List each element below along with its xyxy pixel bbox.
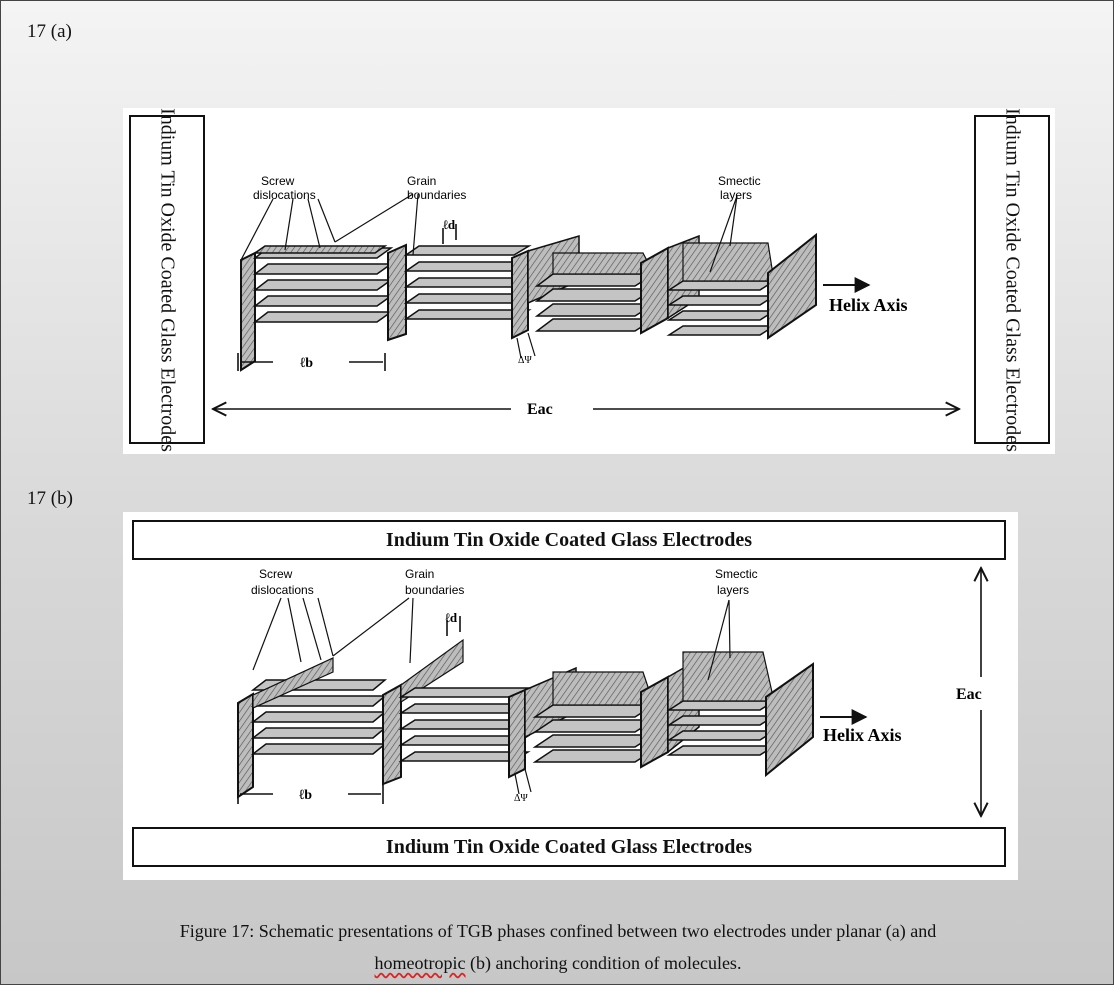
block-2-a — [387, 243, 532, 342]
block-4-a — [640, 234, 777, 336]
ld-mark-b — [446, 616, 461, 636]
smectic-label-b-2: layers — [717, 583, 749, 597]
helix-label-b: Helix Axis — [823, 725, 902, 745]
panel-b: Indium Tin Oxide Coated Glass Electrodes… — [123, 512, 1018, 880]
block-3-a — [511, 234, 657, 340]
electrode-top: Indium Tin Oxide Coated Glass Electrodes — [132, 520, 1006, 560]
caption-line-2-rest: (b) anchoring condition of molecules. — [465, 953, 742, 973]
screw-label-a-2: dislocations — [253, 188, 316, 202]
ld-mark-a — [442, 224, 457, 244]
grain-label-a-1: Grain — [407, 174, 436, 188]
block-5-a — [767, 232, 817, 340]
ld-label-b: ℓd — [444, 610, 458, 625]
grain-label-a-2: boundaries — [407, 188, 466, 202]
dpsi-mark-a — [516, 332, 536, 359]
eac-label-b: Eac — [956, 686, 982, 703]
block-1-a — [240, 245, 394, 372]
block-4-b — [640, 651, 777, 769]
eac-label-a: Eac — [527, 401, 553, 418]
grain-label-b-1: Grain — [405, 567, 434, 581]
electrode-right: Indium Tin Oxide Coated Glass Electrodes — [974, 108, 1050, 451]
tgb-diagram-b: Screw dislocations Grain boundaries Smec… — [237, 512, 1018, 880]
electrode-left: Indium Tin Oxide Coated Glass Electrodes — [129, 108, 205, 451]
electrode-bottom-label: Indium Tin Oxide Coated Glass Electrodes — [385, 835, 753, 858]
electrode-top-label: Indium Tin Oxide Coated Glass Electrodes — [385, 528, 753, 551]
caption-line-2: homeotropic (b) anchoring condition of m… — [21, 947, 1095, 979]
block-3-b — [508, 666, 657, 779]
dpsi-label-a: ΔΨ — [518, 355, 532, 366]
caption-misspelled-word: homeotropic — [374, 953, 466, 973]
leaders-a — [240, 193, 738, 273]
panel-a: Indium Tin Oxide Coated Glass Electrodes… — [123, 108, 1055, 454]
dpsi-mark-b — [514, 768, 532, 795]
screw-label-a-1: Screw — [261, 174, 295, 188]
lb-label-b: ℓb — [298, 788, 312, 803]
smectic-label-a-1: Smectic — [718, 174, 761, 188]
electrode-bottom: Indium Tin Oxide Coated Glass Electrodes — [132, 827, 1006, 867]
smectic-label-b-1: Smectic — [715, 567, 758, 581]
smectic-label-a-2: layers — [720, 188, 752, 202]
block-5-b — [765, 662, 814, 778]
panel-b-label: 17 (b) — [27, 488, 73, 509]
block-2-b — [382, 638, 531, 786]
lb-label-a: ℓb — [299, 356, 313, 371]
figure-caption: Figure 17: Schematic presentations of TG… — [21, 915, 1095, 979]
screw-label-b-1: Screw — [259, 567, 293, 581]
grain-label-b-2: boundaries — [405, 583, 464, 597]
tgb-diagram-a: Screw dislocations Grain boundaries Smec… — [123, 174, 1055, 418]
helix-label-a: Helix Axis — [829, 295, 908, 315]
dpsi-label-b: ΔΨ — [514, 793, 528, 804]
panel-a-label: 17 (a) — [27, 21, 72, 42]
block-1-b — [237, 657, 388, 799]
screw-label-b-2: dislocations — [251, 583, 314, 597]
caption-line-1: Figure 17: Schematic presentations of TG… — [179, 921, 937, 941]
lb-dimension-a — [237, 353, 386, 371]
lb-dimension-b — [237, 784, 384, 804]
leaders-b — [252, 597, 731, 681]
ld-label-a: ℓd — [442, 217, 456, 232]
